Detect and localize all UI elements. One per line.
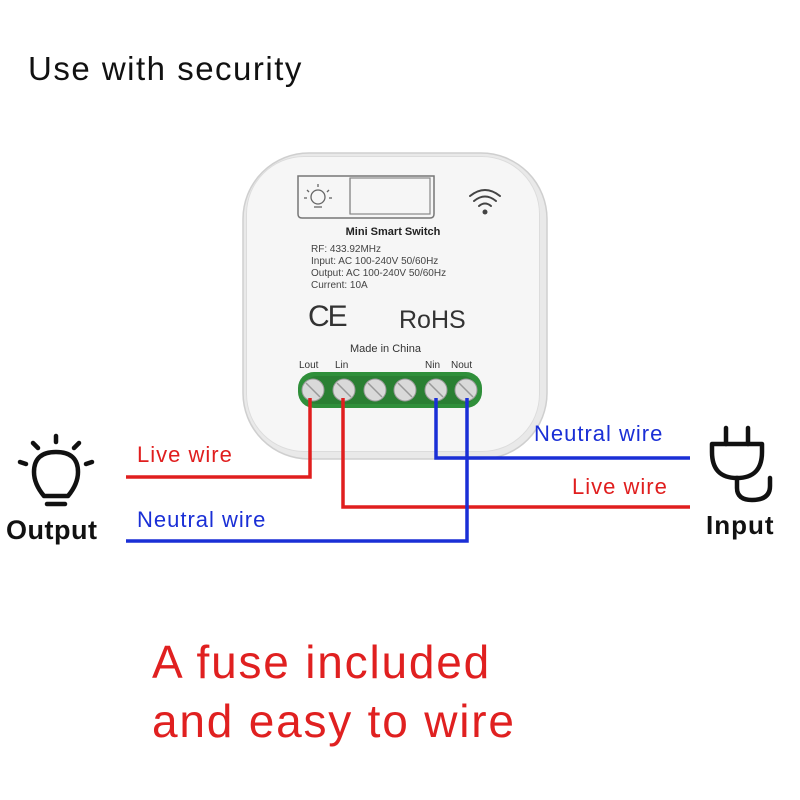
input-neutral-wire-label: Neutral wire	[534, 421, 664, 446]
input-live-wire	[341, 398, 690, 509]
terminal-screw-lout	[301, 378, 325, 402]
terminal-screw-lin	[332, 378, 356, 402]
device-title: Mini Smart Switch	[345, 226, 441, 238]
tagline-line-2: and easy to wire	[152, 695, 516, 747]
input-neutral-wire	[434, 398, 690, 460]
rohs-mark: RoHS	[399, 306, 466, 334]
terminal-label-lout: Lout	[299, 360, 319, 371]
output-neutral-wire-label: Neutral wire	[137, 507, 267, 532]
input-label: Input	[706, 510, 775, 540]
ce-mark: CE	[308, 300, 348, 333]
terminal-label-nout: Nout	[451, 360, 473, 371]
output-label: Output	[6, 515, 98, 545]
output-live-wire-label: Live wire	[137, 442, 233, 467]
input-live-wire-label: Live wire	[572, 474, 668, 499]
spec-output: Output: AC 100-240V 50/60Hz	[311, 268, 447, 279]
origin-label: Made in China	[350, 343, 421, 355]
power-plug-icon	[709, 425, 773, 503]
spec-current: Current: 10A	[311, 280, 368, 291]
device-button	[297, 175, 435, 219]
wifi-icon	[469, 189, 501, 215]
light-bulb-icon	[17, 433, 95, 507]
terminal-screw-nin	[424, 378, 448, 402]
output-neutral-wire	[126, 398, 469, 543]
device-bulb-icon	[304, 184, 332, 208]
terminal-label-nin: Nin	[425, 360, 441, 371]
terminal-block	[298, 372, 482, 408]
spec-rf: RF: 433.92MHz	[311, 244, 382, 255]
terminal-screw-nout	[454, 378, 478, 402]
output-live-wire	[126, 398, 312, 479]
headline: Use with security	[28, 50, 303, 87]
terminal-screw-4	[393, 378, 417, 402]
tagline-line-1: A fuse included	[152, 636, 492, 688]
spec-input: Input: AC 100-240V 50/60Hz	[311, 256, 439, 267]
terminal-screw-3	[363, 378, 387, 402]
terminal-label-lin: Lin	[335, 360, 349, 371]
